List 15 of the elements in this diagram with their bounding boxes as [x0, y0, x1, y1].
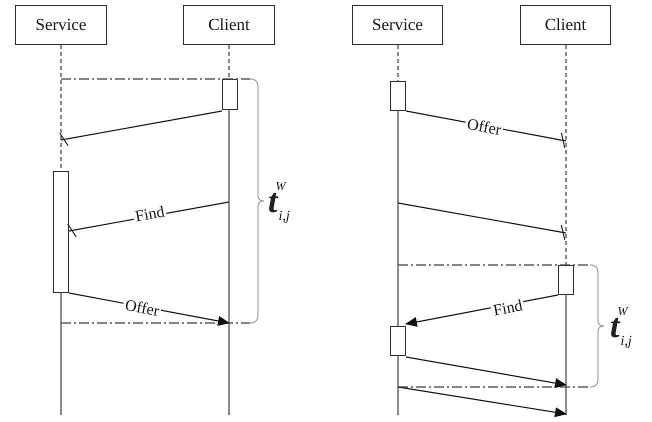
participant-box: Service [352, 5, 443, 45]
activation-bar [390, 81, 406, 111]
lifeline [564, 45, 568, 415]
activation-bar [222, 79, 238, 110]
participant-box: Client [183, 5, 275, 45]
lifeline [227, 45, 231, 415]
message-arrow [398, 386, 567, 418]
participant-box: Service [15, 5, 107, 45]
message-arrow [406, 356, 567, 388]
activation-bar [53, 171, 69, 293]
lifeline [59, 45, 63, 415]
activation-bar [390, 326, 406, 356]
lifeline [396, 45, 400, 415]
participant-box: Client [520, 5, 611, 45]
activation-bar [558, 265, 574, 295]
